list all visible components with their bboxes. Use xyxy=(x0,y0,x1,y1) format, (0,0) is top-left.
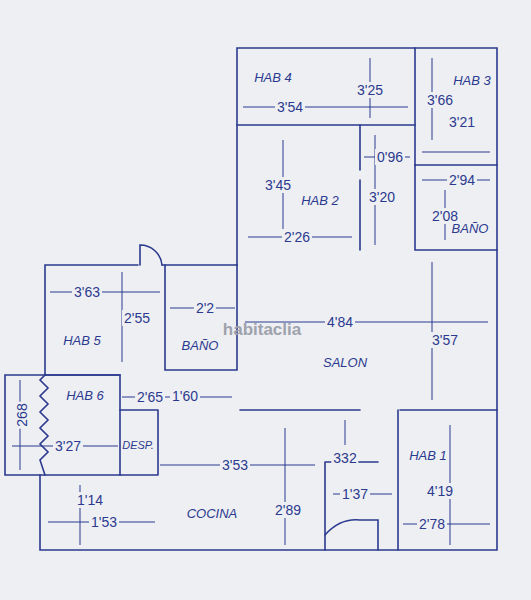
dimension-label: 332 xyxy=(331,450,358,466)
dimension-label: 2'2 xyxy=(194,300,216,316)
dimension-label: 3'54 xyxy=(275,99,305,115)
room-name: HAB 4 xyxy=(253,70,293,85)
dimension-label: 3'57 xyxy=(430,332,460,348)
dimension-label: 2'26 xyxy=(282,229,312,245)
dimension-label: 3'25 xyxy=(355,82,385,98)
dimension-label: 2'94 xyxy=(447,172,477,188)
dimension-label: 4'19 xyxy=(425,483,455,499)
dimension-label: 2'55 xyxy=(122,310,152,326)
dimension-label: 1'14 xyxy=(75,492,105,508)
room-name: HAB 1 xyxy=(408,448,448,463)
room-area: HAB 3 xyxy=(450,72,494,89)
room-area: DESP. xyxy=(119,438,157,452)
room-area: BAÑO xyxy=(179,337,222,354)
room-area: HAB 6 xyxy=(63,387,107,404)
room-name: DESP. xyxy=(121,439,155,451)
watermark: habitaclia xyxy=(221,322,303,338)
dimension-label: 2'65 xyxy=(135,389,165,405)
dimension-label: 3'66 xyxy=(425,92,455,108)
room-name: HAB 6 xyxy=(65,388,105,403)
dimension-label: 268 xyxy=(14,401,30,428)
room-area: COCINA xyxy=(184,505,241,522)
dimension-label: 3'21 xyxy=(447,114,477,130)
dimension-label: 3'63 xyxy=(72,284,102,300)
dimension-label: 3'53 xyxy=(220,457,250,473)
dimension-label: 2'78 xyxy=(417,516,447,532)
dimension-label: 3'20 xyxy=(367,189,397,205)
dimension-label: 2'08 xyxy=(430,208,460,224)
room-name: COCINA xyxy=(186,506,239,521)
room-name: HAB 3 xyxy=(452,73,492,88)
room-name: HAB 2 xyxy=(300,193,340,208)
room-name: SALON xyxy=(322,355,368,370)
room-area: SALON xyxy=(320,354,370,371)
room-area: HAB 5 xyxy=(60,332,104,349)
dimension-label: 1'53 xyxy=(89,514,119,530)
room-area: HAB 2 xyxy=(298,192,342,209)
dimension-label: 1'60 xyxy=(170,388,200,404)
dimension-label: 3'45 xyxy=(263,177,293,193)
dimension-label: 4'84 xyxy=(325,314,355,330)
room-name: HAB 5 xyxy=(62,333,102,348)
dimension-label: 3'27 xyxy=(53,438,83,454)
room-area: HAB 4 xyxy=(251,69,295,86)
dimension-label: 0'96 xyxy=(375,149,405,165)
dimension-label: 2'89 xyxy=(273,502,303,518)
room-area: HAB 1 xyxy=(406,447,450,464)
walls xyxy=(5,48,497,550)
dimension-lines xyxy=(12,58,490,545)
dimension-label: 1'37 xyxy=(340,486,370,502)
room-name: BAÑO xyxy=(181,338,220,353)
